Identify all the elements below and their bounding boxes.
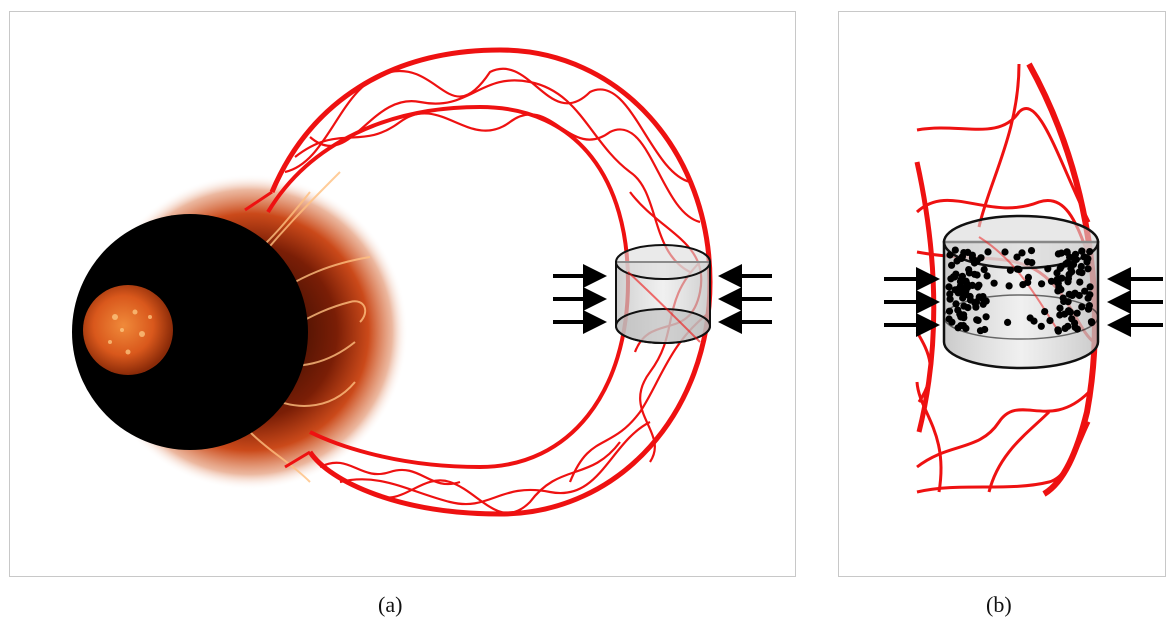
plasma-particle [1030,318,1037,325]
plasma-particle [947,296,954,303]
plasma-particle [964,304,971,311]
caption-b: (b) [986,592,1012,618]
plasma-particle [1054,279,1061,286]
plasma-particle [1065,298,1072,305]
plasma-particle [1070,254,1077,261]
plasma-particle [1044,265,1051,272]
plasma-particle [967,297,974,304]
plasma-particle [1064,278,1071,285]
cylinder-volume [616,245,710,343]
plasma-particle [1088,318,1095,325]
plasma-particle [962,278,969,285]
plasma-particle [1085,306,1092,313]
plasma-particle [1038,323,1045,330]
plasma-particle [952,300,959,307]
plasma-particle [946,308,953,315]
caption-a: (a) [378,592,402,618]
plasma-particle [954,307,961,314]
sun-image [72,172,408,490]
plasma-particle [952,247,959,254]
plasma-particle [984,248,991,255]
plasma-particle [1025,274,1032,281]
plasma-particle [1046,317,1053,324]
plasma-particle [1048,278,1055,285]
plasma-particle [965,266,972,273]
plasma-particle [960,311,967,318]
plasma-particle [1078,269,1085,276]
plasma-particle [1084,265,1091,272]
plasma-particle [958,255,965,262]
plasma-particle [957,322,964,329]
plasma-particle [958,288,965,295]
plasma-particle [1006,282,1013,289]
plasma-particle [1054,326,1061,333]
plasma-particle [973,316,980,323]
plasma-particle [1064,323,1071,330]
plasma-particle [1067,265,1074,272]
panel-a-diagram [10,12,796,577]
plasma-particle [1078,303,1085,310]
plasma-particle [975,282,982,289]
plasma-particle [1028,247,1035,254]
plasma-particle [1086,248,1093,255]
plasma-particle [1076,279,1083,286]
plasma-particle [981,266,988,273]
plasma-particle [1078,248,1085,255]
plasma-particle [1056,305,1063,312]
plasma-particle [945,283,952,290]
plasma-particle [977,254,984,261]
plasma-particle [1071,319,1078,326]
plasma-particle [952,271,959,278]
plasma-particle [1066,271,1073,278]
plasma-particle [983,313,990,320]
plasma-particle [1038,280,1045,287]
plasma-particle [946,251,953,258]
plasma-particle [991,280,998,287]
plasma-particle [1007,267,1014,274]
plasma-particle [969,282,976,289]
plasma-particle [964,249,971,256]
plasma-particle [1064,249,1071,256]
plasma-particle [984,272,991,279]
plasma-particle [1001,248,1008,255]
plasma-particle [1024,258,1031,265]
panel-b-diagram [839,12,1166,577]
plasma-particle [971,271,978,278]
plasma-particle [1004,319,1011,326]
plasma-particle [1041,308,1048,315]
plasma-particle [983,298,990,305]
sun-disk [83,285,173,375]
plasma-particle [1015,266,1022,273]
cylinder-volume [944,216,1098,368]
plasma-particle [1013,254,1020,261]
panel-b-cylinder-closeup [838,11,1166,577]
plasma-particle [1058,263,1065,270]
plasma-particle [1078,263,1085,270]
plasma-particle [977,327,984,334]
plasma-particle [1087,283,1094,290]
plasma-particle [1061,311,1068,318]
panel-a-flux-rope-overview [9,11,796,577]
plasma-particle [946,315,953,322]
plasma-particle [1068,292,1075,299]
plasma-particle [1074,310,1081,317]
